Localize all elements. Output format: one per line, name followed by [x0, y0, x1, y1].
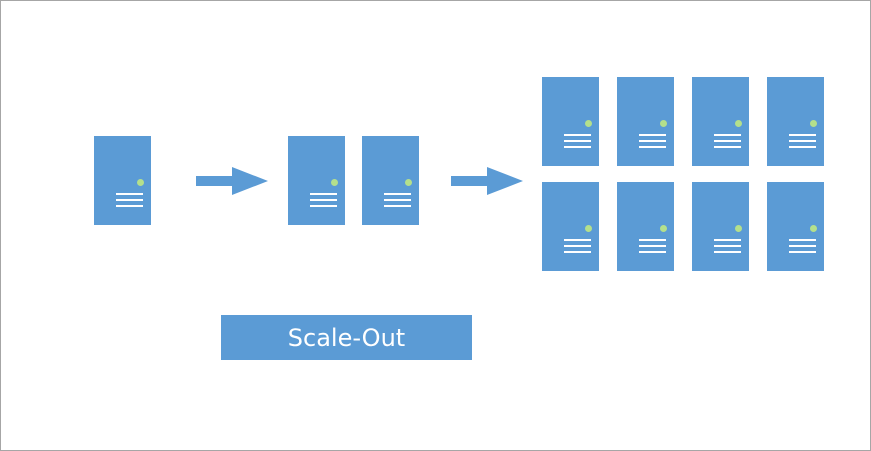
drive-bay-line [789, 251, 816, 253]
server-icon [692, 182, 749, 271]
drive-bay-line [639, 239, 666, 241]
server-icon [767, 182, 824, 271]
drive-bay-line [789, 134, 816, 136]
right-arrow-icon [451, 167, 523, 195]
drive-bay-line [714, 239, 741, 241]
drive-bay-line [564, 251, 591, 253]
drive-bay-line [116, 205, 143, 207]
drive-bay-line [384, 193, 411, 195]
drive-bay-line [789, 239, 816, 241]
server-icon [362, 136, 419, 225]
server-icon [617, 77, 674, 166]
drive-bay-line [789, 245, 816, 247]
server-icon [692, 77, 749, 166]
drive-bay-line [639, 140, 666, 142]
status-led [735, 225, 742, 232]
status-led [331, 179, 338, 186]
drive-bay-line [714, 146, 741, 148]
drive-bay-line [116, 199, 143, 201]
server-icon [617, 182, 674, 271]
drive-bay-line [789, 146, 816, 148]
drive-bay-line [564, 239, 591, 241]
drive-bay-line [310, 193, 337, 195]
status-led [810, 225, 817, 232]
drive-bay-line [564, 140, 591, 142]
scale-out-label-box: Scale-Out [221, 315, 472, 360]
server-icon [542, 182, 599, 271]
drive-bay-line [564, 245, 591, 247]
scale-out-label: Scale-Out [287, 323, 406, 352]
drive-bay-line [564, 134, 591, 136]
drive-bay-line [714, 134, 741, 136]
drive-bay-line [639, 245, 666, 247]
drive-bay-line [310, 199, 337, 201]
right-arrow-icon [196, 167, 268, 195]
drive-bay-line [564, 146, 591, 148]
drive-bay-line [789, 140, 816, 142]
status-led [585, 225, 592, 232]
status-led [137, 179, 144, 186]
drive-bay-line [714, 251, 741, 253]
drive-bay-line [714, 245, 741, 247]
drive-bay-line [384, 199, 411, 201]
drive-bay-line [714, 140, 741, 142]
drive-bay-line [384, 205, 411, 207]
server-icon [94, 136, 151, 225]
server-icon [767, 77, 824, 166]
status-led [660, 225, 667, 232]
status-led [585, 120, 592, 127]
drive-bay-line [116, 193, 143, 195]
server-icon [542, 77, 599, 166]
server-icon [288, 136, 345, 225]
drive-bay-line [639, 251, 666, 253]
drive-bay-line [639, 146, 666, 148]
status-led [660, 120, 667, 127]
status-led [405, 179, 412, 186]
status-led [735, 120, 742, 127]
drive-bay-line [310, 205, 337, 207]
drive-bay-line [639, 134, 666, 136]
status-led [810, 120, 817, 127]
